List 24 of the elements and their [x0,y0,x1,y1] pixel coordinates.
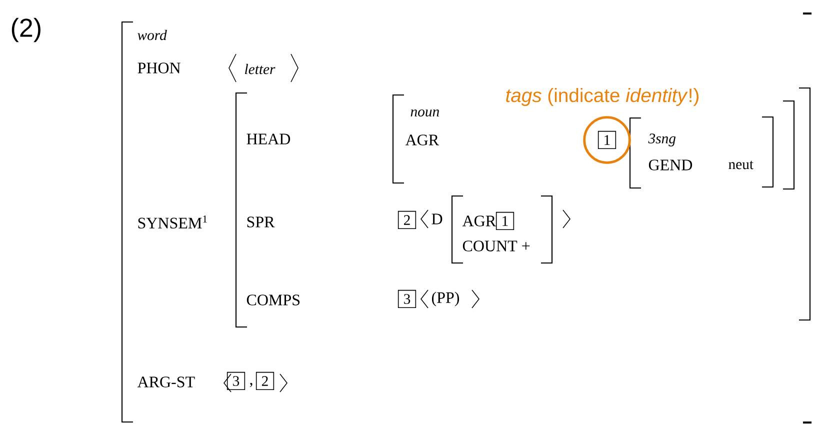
tag-box: 1 [496,212,514,230]
tag-box: 2 [256,372,274,390]
feature-label: D [432,214,442,224]
feature-label: HEAD [246,134,290,144]
type-label: letter [245,64,276,74]
feature-label: GEND [648,160,692,170]
feature-label: COMPS [246,294,300,306]
feature-label: PHON [138,62,180,74]
type-label: 3sng [648,134,676,146]
feature-label: , [250,382,252,388]
feature-label: AGR [462,216,496,226]
highlight-circle [583,116,631,164]
type-label: noun [410,109,439,117]
tag-box: 1 [598,130,616,150]
tag-box: 3 [226,372,246,390]
feature-label: neut [728,160,754,170]
feature-label: SYNSEM$^{1}$ [138,215,207,228]
tag-box: 3 [398,290,416,308]
feature-label: AGR [405,134,440,146]
feature-label: SPR [247,216,275,228]
tag-box: 2 [398,210,416,230]
example-number: (2) [12,18,40,42]
feature-label: ARG-ST [137,376,195,388]
type-label: word [138,30,167,40]
